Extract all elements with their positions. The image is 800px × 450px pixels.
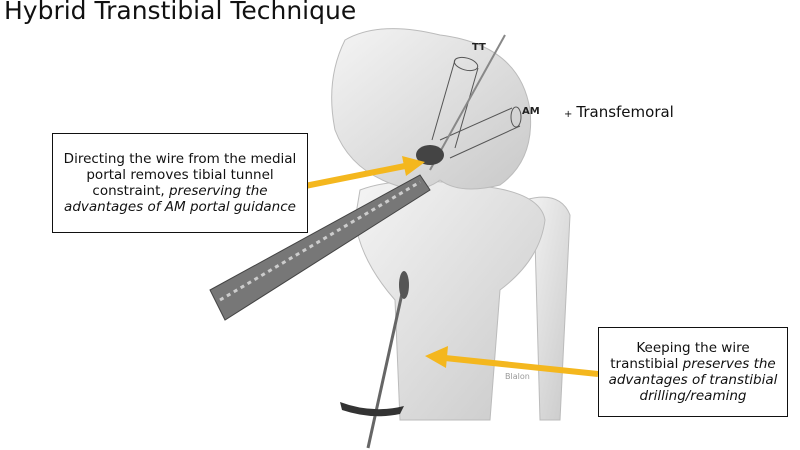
tibial-wire xyxy=(366,279,407,449)
am-label: AM xyxy=(522,106,540,117)
tt-label: TT xyxy=(472,42,486,53)
tt-tunnel xyxy=(431,56,479,149)
left-callout-italic: preserving the advantages of AM portal g… xyxy=(64,183,296,215)
right-arrow xyxy=(425,346,599,377)
t-handle xyxy=(340,402,404,417)
guide-wire-top xyxy=(429,34,506,171)
tibial-tunnel-opening xyxy=(399,271,409,299)
am-tunnel xyxy=(439,106,522,159)
right-callout-text: Keeping the wire transtibial xyxy=(610,340,750,372)
tunnel-aperture xyxy=(416,145,444,165)
left-arrow xyxy=(304,156,425,189)
fibula xyxy=(524,196,571,421)
femur xyxy=(331,28,532,190)
watermark: Blalon xyxy=(505,372,530,381)
transfemoral-text: Transfemoral xyxy=(576,103,674,121)
left-callout-text: Directing the wire from the medial porta… xyxy=(63,151,297,199)
rasp-instrument xyxy=(209,174,431,321)
transfemoral-label: +Transfemoral xyxy=(564,103,674,121)
slide-title: Hybrid Transtibial Technique xyxy=(4,0,357,25)
left-callout: Directing the wire from the medial porta… xyxy=(52,133,308,233)
right-callout-italic: preserves the advantages of transtibial … xyxy=(608,356,778,404)
rasp-teeth xyxy=(219,180,421,302)
right-callout: Keeping the wire transtibial preserves t… xyxy=(598,327,788,417)
plus-sign: + xyxy=(564,109,573,120)
